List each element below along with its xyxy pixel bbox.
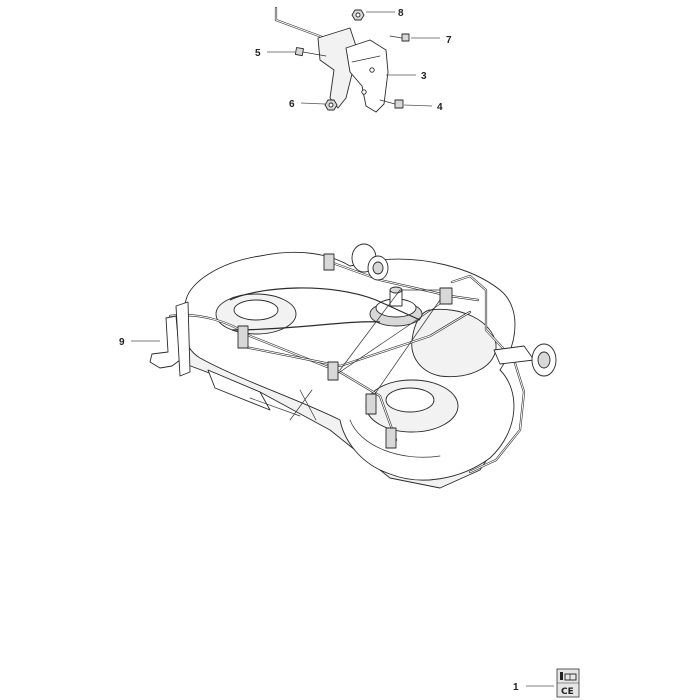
callout-8: 8 [398, 8, 404, 19]
callout-numbers: 8 7 5 3 6 4 9 1 [119, 8, 519, 693]
nut-6 [324, 99, 338, 111]
callout-7: 7 [446, 35, 452, 46]
callout-4: 4 [437, 102, 443, 113]
bolt-7 [389, 33, 410, 42]
lift-rod [274, 6, 332, 42]
anti-scalp-wheel-top [351, 243, 389, 281]
ce-mark: CE [561, 687, 574, 697]
callout-3: 3 [421, 71, 427, 82]
bolt-4 [379, 99, 404, 109]
manual-book-icon: CE [556, 668, 580, 698]
callout-9: 9 [119, 337, 125, 348]
drive-belt [229, 287, 421, 331]
anti-scalp-wheel-rear [493, 343, 557, 377]
linkage-rods [168, 253, 526, 474]
bracket-assembly [274, 6, 410, 113]
center-pulley [369, 286, 423, 327]
front-arm-9 [149, 301, 191, 377]
nut-8 [351, 9, 365, 21]
mower-deck [177, 251, 516, 489]
callout-1: 1 [513, 682, 519, 693]
callout-6: 6 [289, 99, 295, 110]
leader-lines [131, 11, 554, 687]
bolt-5 [294, 47, 327, 57]
bracket-plate-front [345, 39, 389, 113]
rear-bowl [411, 308, 497, 378]
callout-5: 5 [255, 48, 261, 59]
